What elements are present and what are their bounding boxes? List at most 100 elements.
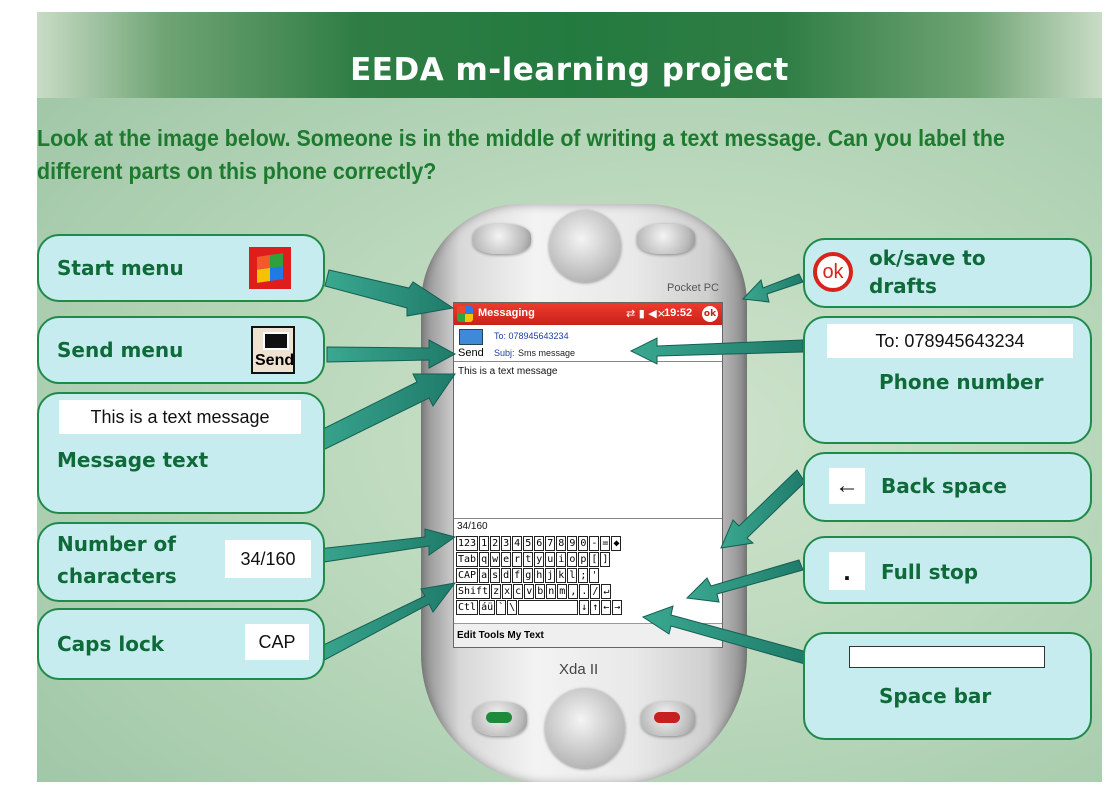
- keyboard-key[interactable]: -: [589, 536, 600, 551]
- screen-title-bar: Messaging ⇄ ▮ ◀× 19:52 ok: [454, 303, 722, 325]
- send-icon-mini[interactable]: [459, 329, 483, 345]
- windows-flag-icon: [249, 247, 291, 289]
- keyboard-key[interactable]: c: [513, 584, 524, 599]
- keyboard-key[interactable]: w: [490, 552, 501, 567]
- send-menu-label: Send menu: [57, 338, 184, 362]
- keyboard-key[interactable]: 123: [456, 536, 479, 551]
- keyboard-key[interactable]: f: [512, 568, 523, 583]
- keyboard-key[interactable]: e: [501, 552, 512, 567]
- screen-message-body[interactable]: This is a text message: [458, 366, 558, 377]
- brand-label-top: Pocket PC: [667, 282, 719, 294]
- keyboard-key[interactable]: r: [512, 552, 523, 567]
- keyboard-key[interactable]: 6: [534, 536, 545, 551]
- screen-subj-label: Subj:: [494, 348, 515, 358]
- message-text-label: Message text: [57, 448, 209, 472]
- keyboard-key[interactable]: 8: [556, 536, 567, 551]
- keyboard-key[interactable]: ': [589, 568, 600, 583]
- keyboard-key[interactable]: `: [496, 600, 507, 615]
- joystick-button: [545, 688, 625, 768]
- keyboard-key[interactable]: b: [535, 584, 546, 599]
- keyboard-key[interactable]: ←: [601, 600, 612, 615]
- number-of-characters-box: Number of characters 34/160: [37, 522, 325, 602]
- keyboard-key[interactable]: l: [567, 568, 578, 583]
- windows-start-icon[interactable]: [457, 306, 473, 322]
- keyboard-key[interactable]: s: [490, 568, 501, 583]
- status-icons: ⇄ ▮ ◀×: [626, 307, 666, 320]
- keyboard-key[interactable]: y: [534, 552, 545, 567]
- keyboard-key[interactable]: /: [590, 584, 601, 599]
- keyboard-key[interactable]: u: [545, 552, 556, 567]
- space-bar-label: Space bar: [879, 684, 992, 708]
- screen-subj-value[interactable]: Sms message: [518, 348, 576, 358]
- keyboard-key[interactable]: x: [502, 584, 513, 599]
- keyboard-key[interactable]: Ctl: [456, 600, 479, 615]
- space-bar-box: Space bar: [803, 632, 1092, 740]
- keyboard-key[interactable]: m: [557, 584, 568, 599]
- keyboard-key[interactable]: z: [491, 584, 502, 599]
- send-icon: Send: [251, 326, 295, 374]
- full-stop-sample: .: [829, 552, 865, 590]
- keyboard-key[interactable]: ,: [568, 584, 579, 599]
- phone-number-box: To: 078945643234 Phone number: [803, 316, 1092, 444]
- keyboard-key[interactable]: 0: [578, 536, 589, 551]
- keyboard-key[interactable]: p: [578, 552, 589, 567]
- keyboard-key[interactable]: ;: [578, 568, 589, 583]
- keyboard-key[interactable]: 4: [512, 536, 523, 551]
- char-count-sample: 34/160: [225, 540, 311, 578]
- keyboard-key[interactable]: Shift: [456, 584, 491, 599]
- keyboard-key[interactable]: 1: [479, 536, 490, 551]
- keyboard-key[interactable]: q: [479, 552, 490, 567]
- keyboard-key[interactable]: ↓: [579, 600, 590, 615]
- keyboard-key[interactable]: v: [524, 584, 535, 599]
- brand-label-bottom: Xda II: [559, 661, 599, 678]
- arrow-back-space: [720, 469, 806, 549]
- keyboard-key[interactable]: j: [545, 568, 556, 583]
- screen-char-counter: 34/160: [457, 521, 488, 532]
- keyboard-key[interactable]: 7: [545, 536, 556, 551]
- screen-menu-text[interactable]: Edit Tools My Text: [457, 630, 544, 641]
- keyboard-key[interactable]: 2: [490, 536, 501, 551]
- keyboard-key[interactable]: i: [556, 552, 567, 567]
- navigation-pad: [549, 210, 621, 282]
- screen-ok-button[interactable]: ok: [702, 306, 718, 322]
- keyboard-key[interactable]: 3: [501, 536, 512, 551]
- question-text: Look at the image below. Someone is in t…: [37, 125, 1005, 184]
- keyboard-key[interactable]: o: [567, 552, 578, 567]
- screen-to-line[interactable]: To: 078945643234: [494, 331, 569, 341]
- keyboard-key[interactable]: ◆: [611, 536, 622, 551]
- space-bar-sample: [849, 646, 1045, 668]
- keyboard-key[interactable]: 9: [567, 536, 578, 551]
- keyboard-key[interactable]: h: [534, 568, 545, 583]
- screen-send-label[interactable]: Send: [458, 347, 484, 359]
- keyboard-key[interactable]: [518, 600, 579, 615]
- keyboard-key[interactable]: d: [501, 568, 512, 583]
- caps-lock-label: Caps lock: [57, 632, 165, 656]
- keyboard-key[interactable]: g: [523, 568, 534, 583]
- message-text-box: This is a text message Message text: [37, 392, 325, 514]
- keyboard-key[interactable]: →: [612, 600, 623, 615]
- keyboard-key[interactable]: k: [556, 568, 567, 583]
- keyboard-key[interactable]: Tab: [456, 552, 479, 567]
- call-icon: [486, 712, 512, 723]
- keyboard-key[interactable]: ]: [600, 552, 611, 567]
- keyboard-key[interactable]: a: [479, 568, 490, 583]
- keyboard-key[interactable]: 5: [523, 536, 534, 551]
- keyboard-key[interactable]: =: [600, 536, 611, 551]
- keyboard-key[interactable]: \: [507, 600, 518, 615]
- full-stop-label: Full stop: [881, 560, 979, 584]
- full-stop-box: . Full stop: [803, 536, 1092, 604]
- keyboard-key[interactable]: ↑: [590, 600, 601, 615]
- keyboard-key[interactable]: áü: [479, 600, 496, 615]
- keyboard-key[interactable]: .: [579, 584, 590, 599]
- call-button: [473, 702, 527, 736]
- arrow-start-menu: [324, 269, 455, 317]
- keyboard-key[interactable]: [: [589, 552, 600, 567]
- keyboard-key[interactable]: t: [523, 552, 534, 567]
- keyboard-key[interactable]: n: [546, 584, 557, 599]
- screen-divider: [454, 518, 722, 519]
- keyboard-key[interactable]: CAP: [456, 568, 479, 583]
- keyboard-key[interactable]: ↵: [601, 584, 612, 599]
